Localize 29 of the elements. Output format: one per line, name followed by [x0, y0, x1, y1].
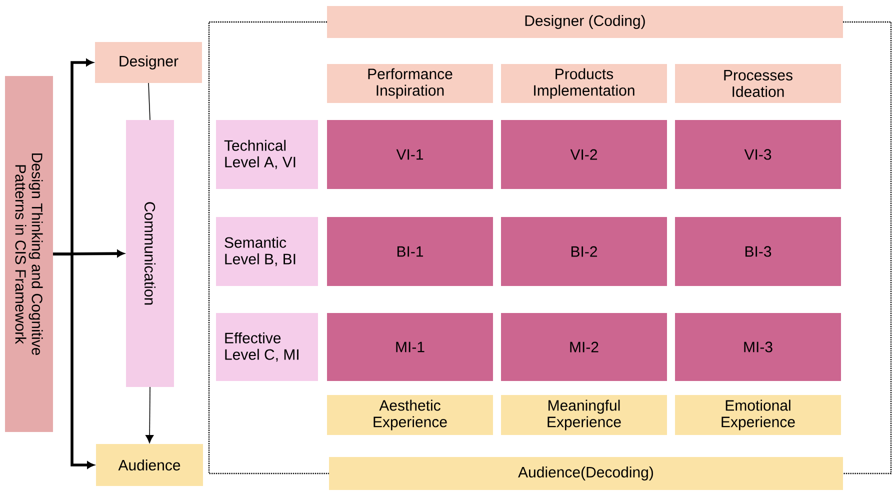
matrix-cell: VI-3	[675, 120, 841, 189]
matrix-cell: BI-3	[675, 217, 841, 286]
header-box: Emotional Experience	[675, 395, 841, 435]
level-box: Technical Level A, VI	[216, 120, 318, 189]
connector-line	[843, 21, 892, 474]
matrix-cell: MI-3	[675, 313, 841, 381]
matrix-cell: VI-1	[327, 120, 493, 189]
header-box: Products Implementation	[501, 64, 667, 103]
header-box: Designer	[95, 42, 202, 83]
matrix-cell: MI-2	[501, 313, 667, 381]
header-box: Aesthetic Experience	[327, 395, 493, 435]
arrow	[53, 252, 94, 469]
header-box: Meaningful Experience	[501, 395, 667, 435]
matrix-cell: BI-2	[501, 217, 667, 286]
matrix-cell: MI-1	[327, 313, 493, 381]
header-box: Performance Inspiration	[327, 64, 493, 103]
arrow	[146, 386, 154, 444]
header-box: Processes Ideation	[675, 64, 841, 103]
header-box: Audience(Decoding)	[329, 457, 843, 490]
level-box: Semantic Level B, BI	[216, 217, 318, 286]
process-box: Design Thinking and Cognitive Patterns in CIS Framework	[5, 76, 53, 432]
header-box: Audience	[96, 444, 203, 486]
connector-line	[208, 21, 329, 474]
connector-line	[148, 82, 150, 120]
header-box: Designer (Coding)	[327, 6, 843, 38]
process-box: Communication	[126, 120, 174, 387]
matrix-cell: VI-2	[501, 120, 667, 189]
matrix-cell: BI-1	[327, 217, 493, 286]
level-box: Effective Level C, MI	[216, 313, 318, 381]
